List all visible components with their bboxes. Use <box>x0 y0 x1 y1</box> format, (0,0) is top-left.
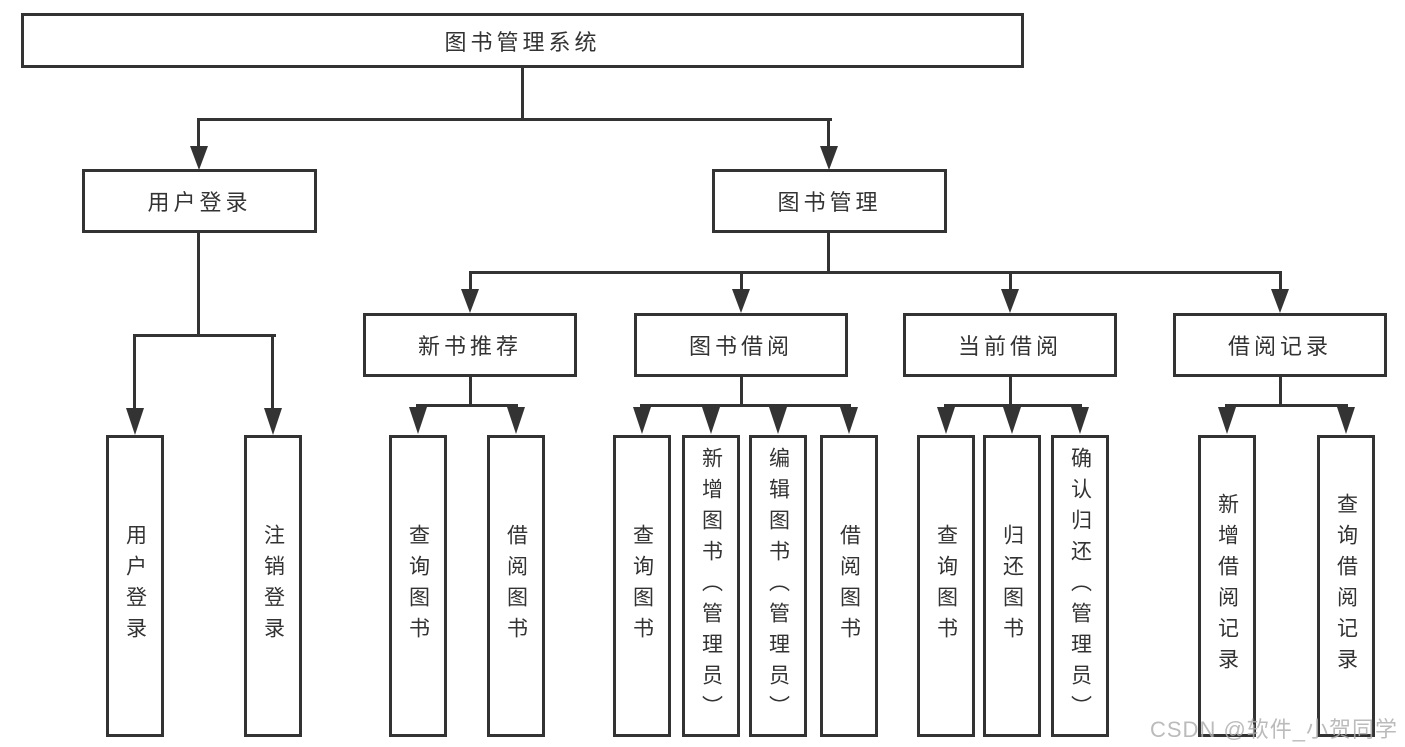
leaf-add-borrow-record: 新增借阅记录 <box>1198 435 1256 737</box>
leaf-return-books: 归还图书 <box>983 435 1041 737</box>
connector-l3-drop-4 <box>1279 273 1282 291</box>
node-current-borrowing: 当前借阅 <box>903 313 1117 377</box>
arrowhead-leaf-logout <box>264 408 282 435</box>
leaf-logout: 注销登录 <box>244 435 302 737</box>
arrowhead-s4-leaf-2 <box>1337 407 1355 434</box>
arrowhead-s4-leaf-1 <box>1218 407 1236 434</box>
leaf-borrow-books-recommend: 借阅图书 <box>487 435 545 737</box>
node-user-login: 用户登录 <box>82 169 317 233</box>
connector-book-mgmt-bar <box>469 271 1282 274</box>
connector-user-login-bar <box>133 334 276 337</box>
connector-l3-drop-1 <box>469 273 472 291</box>
arrowhead-s3-leaf-3 <box>1071 407 1089 434</box>
leaf-query-books-current: 查询图书 <box>917 435 975 737</box>
node-borrowing-records: 借阅记录 <box>1173 313 1387 377</box>
connector-s3-stem <box>1009 377 1012 407</box>
watermark-text: CSDN @软件_小贺同学 <box>1150 717 1399 742</box>
leaf-query-books-borrow: 查询图书 <box>613 435 671 737</box>
arrowhead-l3-1 <box>461 289 479 313</box>
connector-root-stem <box>521 68 524 120</box>
connector-book-mgmt-drop <box>827 120 830 148</box>
leaf-confirm-return-admin: 确认归还（管理员） <box>1051 435 1109 737</box>
arrowhead-l3-3 <box>1001 289 1019 313</box>
node-book-borrowing: 图书借阅 <box>634 313 848 377</box>
leaf-borrow-books: 借阅图书 <box>820 435 878 737</box>
connector-s4-stem <box>1279 377 1282 407</box>
connector-s4-bar <box>1225 404 1348 407</box>
arrowhead-s2-leaf-1 <box>633 407 651 434</box>
arrowhead-l3-2 <box>732 289 750 313</box>
node-new-book-recommendation: 新书推荐 <box>363 313 577 377</box>
connector-l3-drop-2 <box>740 273 743 291</box>
arrowhead-s2-leaf-3 <box>769 407 787 434</box>
arrowhead-l3-4 <box>1271 289 1289 313</box>
arrowhead-leaf-login <box>126 408 144 435</box>
connector-root-bar <box>197 118 832 121</box>
connector-user-login-drop <box>197 120 200 148</box>
leaf-edit-books-admin: 编辑图书（管理员） <box>749 435 807 737</box>
connector-book-mgmt-stem <box>827 233 830 274</box>
arrowhead-s1-leaf-2 <box>507 407 525 434</box>
arrowhead-s2-leaf-4 <box>840 407 858 434</box>
leaf-add-books-admin: 新增图书（管理员） <box>682 435 740 737</box>
connector-s3-bar <box>944 404 1082 407</box>
connector-user-login-stem <box>197 233 200 337</box>
leaf-query-borrow-record: 查询借阅记录 <box>1317 435 1375 737</box>
arrowhead-book-mgmt <box>820 146 838 170</box>
arrowhead-s3-leaf-1 <box>937 407 955 434</box>
connector-s2-stem <box>740 377 743 407</box>
leaf-user-login: 用户登录 <box>106 435 164 737</box>
connector-leaf-logout-drop <box>271 336 274 410</box>
node-book-management: 图书管理 <box>712 169 947 233</box>
arrowhead-s3-leaf-2 <box>1003 407 1021 434</box>
connector-leaf-login-drop <box>133 336 136 410</box>
connector-s1-bar <box>416 404 518 407</box>
node-library-management-system: 图书管理系统 <box>21 13 1024 68</box>
leaf-query-books-recommend: 查询图书 <box>389 435 447 737</box>
connector-l3-drop-3 <box>1009 273 1012 291</box>
connector-s1-stem <box>469 377 472 407</box>
connector-s2-bar <box>640 404 851 407</box>
arrowhead-s1-leaf-1 <box>409 407 427 434</box>
arrowhead-user-login <box>190 146 208 170</box>
arrowhead-s2-leaf-2 <box>702 407 720 434</box>
